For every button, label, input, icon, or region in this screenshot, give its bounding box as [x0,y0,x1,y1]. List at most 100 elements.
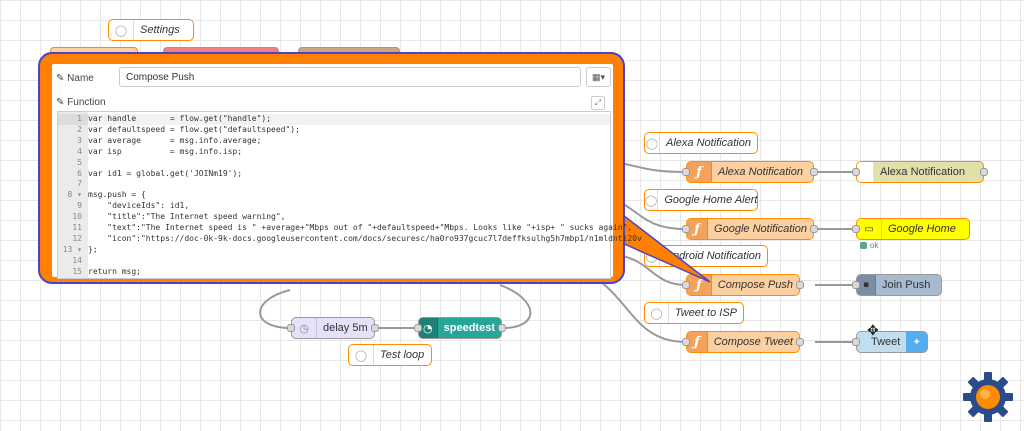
line-number: 15 [72,266,82,276]
line-number: 10 [72,212,82,222]
output-port[interactable] [980,168,988,176]
line-text: var isp = msg.info.isp; [88,146,243,156]
node-label: Join Push [882,279,931,291]
line-number: 14 [72,255,82,265]
node-label: delay 5m [323,322,368,334]
code-line[interactable]: 12 "icon":"https://doc-0k-9k-docs.google… [58,233,642,245]
speedtest-node[interactable]: ◔ speedtest [414,317,506,339]
function-label: ✎ Function [56,97,106,108]
output-port[interactable] [498,324,506,332]
line-text: "deviceIds": id1, [88,201,190,211]
line-text: var handle = flow.get("handle"); [88,114,272,123]
expand-editor-icon[interactable]: ⤢ [591,96,605,110]
function-compose-tweet[interactable]: ƒ Compose Tweet [682,331,804,353]
line-number: 2 [77,124,82,134]
line-text: }; [88,244,98,254]
name-input[interactable] [119,67,581,87]
code-line[interactable]: 8 ▾msg.push = { [58,190,610,201]
line-number: 12 [72,233,82,243]
line-text: var defaultspeed = flow.get("defaultspee… [88,124,300,134]
function-icon: ƒ [687,332,708,352]
delay-node[interactable]: ◷ delay 5m [287,317,379,339]
node-label: Google Notification [714,223,807,235]
comment-icon: ◯ [349,345,374,365]
line-gutter [58,112,88,278]
line-number: 1 [58,114,88,125]
line-number: 7 [77,179,82,189]
code-line[interactable]: 10 "title":"The Internet speed warning", [58,212,610,223]
status-dot [860,242,867,249]
function-compose-push[interactable]: ƒ Compose Push [682,274,804,296]
node-label: Compose Tweet [713,336,793,348]
function-icon: ƒ [687,219,709,239]
code-line[interactable]: 7 [58,179,610,190]
function-label-text: Function [67,97,106,108]
output-port[interactable] [810,225,818,233]
node-label: Google Home [888,223,956,235]
alexa-output-node[interactable]: Alexa Notification [852,161,988,183]
output-port[interactable] [796,338,804,346]
comment-alexa[interactable]: ◯ Alexa Notification [644,132,758,154]
line-text: return msg; [88,266,141,276]
input-port[interactable] [852,338,860,346]
code-line[interactable]: 2 var defaultspeed = flow.get("defaultspe… [58,125,610,136]
input-port[interactable] [852,168,860,176]
function-google-notification[interactable]: ƒ Google Notification [682,218,818,240]
input-port[interactable] [852,225,860,233]
tweet-node[interactable]: Tweet ✦ [852,331,928,353]
node-label: Alexa Notification [880,166,965,178]
code-line[interactable]: 11 "text":"The Internet speed is " +aver… [58,223,632,234]
code-line[interactable]: 14 [58,256,610,267]
name-label-text: Name [67,72,94,84]
input-port[interactable] [852,281,860,289]
line-number: 5 [77,157,82,167]
node-label: speedtest [443,322,495,334]
line-number: 13 ▾ [62,244,82,254]
function-alexa-notification[interactable]: ƒ Alexa Notification [682,161,818,183]
node-label: Tweet [871,336,901,348]
comment-google-alert[interactable]: ◯ Google Home Alert [644,189,758,211]
google-home-node[interactable]: ▭ Google Home [852,218,970,240]
status-indicator: ok [860,241,878,250]
input-port[interactable] [682,338,690,346]
input-port[interactable] [682,281,690,289]
join-icon: ▪ [857,275,876,295]
comment-tweet-isp[interactable]: ◯ Tweet to ISP [644,302,744,324]
line-text: var id1 = global.get('JOINm19'); [88,168,243,178]
comment-test-loop[interactable]: ◯ Test loop [348,344,432,366]
comment-icon: ◯ [645,190,659,210]
comment-label: Google Home Alert [664,194,758,206]
settings-gear-icon[interactable] [963,372,1013,422]
speedtest-icon: ◔ [419,318,438,338]
line-text: "text":"The Internet speed is " +average… [88,223,633,232]
line-number: 9 [77,201,82,211]
comment-icon: ◯ [645,303,669,323]
input-port[interactable] [414,324,422,332]
name-label: ✎ Name [56,72,94,84]
join-push-node[interactable]: ▪ Join Push [852,274,942,296]
input-port[interactable] [682,168,690,176]
comment-settings[interactable]: ◯ Settings [108,19,194,41]
comment-icon: ◯ [109,20,134,40]
code-line[interactable]: 15 return msg; [58,267,610,278]
line-number: 8 ▾ [67,190,82,200]
output-port[interactable] [796,281,804,289]
output-port[interactable] [371,324,379,332]
alexa-icon [857,162,874,182]
code-line[interactable]: 5 [58,158,610,169]
code-line[interactable]: 9 "deviceIds": id1, [58,201,610,212]
code-line[interactable]: 13 ▾}; [58,245,610,256]
input-port[interactable] [682,225,690,233]
output-port[interactable] [810,168,818,176]
icon-picker-button[interactable]: ▦▾ [586,67,611,87]
line-number: 3 [77,135,82,145]
input-port[interactable] [287,324,295,332]
node-label: Alexa Notification [718,166,803,178]
comment-label: Settings [140,24,180,36]
line-number: 11 [72,223,82,232]
